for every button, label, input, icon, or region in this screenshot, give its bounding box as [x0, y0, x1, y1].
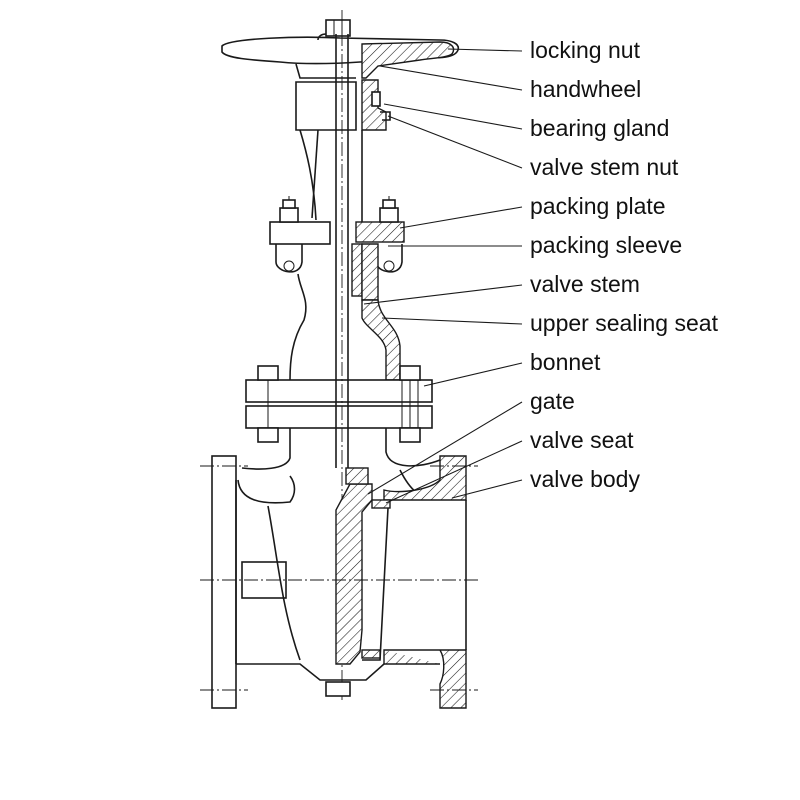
label-locking-nut: locking nut: [530, 37, 641, 63]
left-flange: [200, 455, 287, 709]
label-valve-stem: valve stem: [530, 271, 640, 297]
bonnet-part: [245, 273, 433, 443]
label-gate: gate: [530, 388, 575, 414]
label-bonnet: bonnet: [530, 349, 601, 375]
label-valve-body: valve body: [530, 466, 640, 492]
leader-lines: [363, 48, 523, 504]
label-bearing-gland: bearing gland: [530, 115, 669, 141]
locking-nut-part: [325, 19, 351, 37]
handwheel-part: [221, 33, 460, 79]
label-valve-stem-nut: valve stem nut: [530, 154, 679, 180]
label-valve-seat: valve seat: [530, 427, 634, 453]
right-flange: [383, 455, 478, 709]
label-upper-sealing-seat: upper sealing seat: [530, 310, 719, 336]
body-bottom: [236, 663, 385, 697]
yoke: [299, 129, 363, 222]
label-packing-sleeve: packing sleeve: [530, 232, 682, 258]
valve-seat-part: [361, 499, 391, 659]
packing-sleeve-part: [351, 243, 379, 301]
label-packing-plate: packing plate: [530, 193, 666, 219]
label-handwheel: handwheel: [530, 76, 641, 102]
bearing-gland-part: [295, 79, 391, 131]
packing-plate-part: [269, 196, 405, 273]
